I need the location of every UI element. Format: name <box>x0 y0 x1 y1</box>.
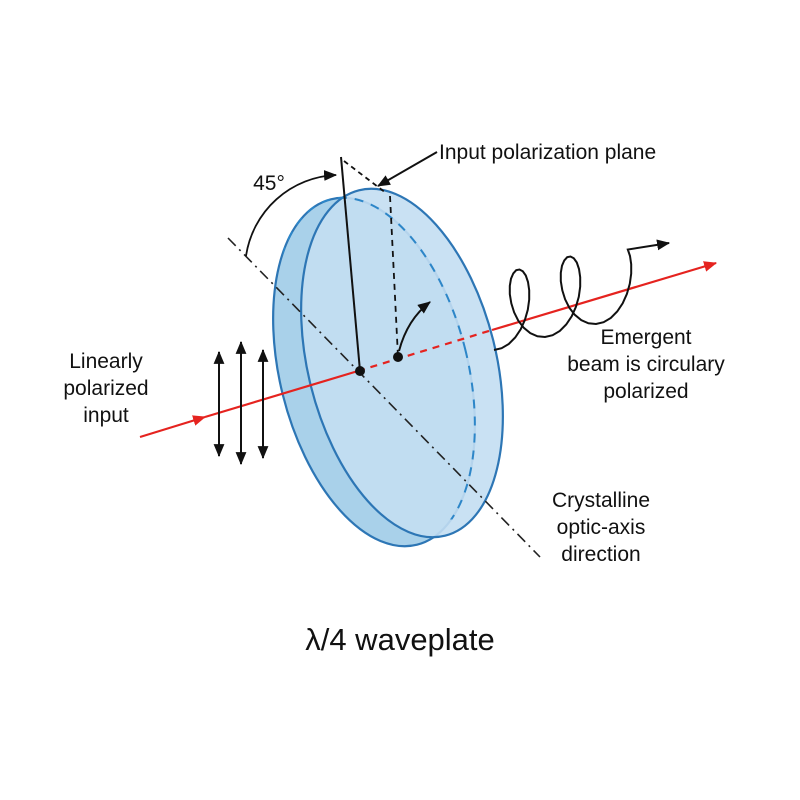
angle-arc <box>245 170 338 257</box>
disc-back-rim-dashed <box>272 196 476 548</box>
beam-entry-segment-2 <box>204 369 359 419</box>
plane-left-edge-line <box>340 156 361 372</box>
input-polarization-plane <box>340 156 399 372</box>
beam <box>139 261 718 439</box>
plate-center-dot <box>355 366 365 376</box>
linear-input-label: Linearly polarized input <box>63 350 148 427</box>
circular-polarization-helix <box>493 239 671 351</box>
angle-label: 45° <box>253 172 285 195</box>
figure-title: λ/4 waveplate <box>305 622 495 657</box>
emergent-beam-label-line-3: polarized <box>603 380 688 403</box>
linear-input-label-line-2: polarized <box>63 377 148 400</box>
optic-axis-label-line-1: Crystalline <box>552 489 650 512</box>
linear-input-label-line-3: input <box>83 404 129 427</box>
input-plane-label: Input polarization plane <box>439 141 656 164</box>
beam-entry-segment <box>139 415 207 439</box>
optic-axis-label: Crystalline optic-axis direction <box>552 489 650 566</box>
emergent-beam-label-line-1: Emergent <box>600 326 691 349</box>
input-plane-pointer-arrow <box>377 151 438 187</box>
linear-polarization-arrows <box>213 340 269 466</box>
exit-direction-arrow <box>398 301 431 352</box>
optic-axis-label-line-3: direction <box>561 543 640 566</box>
plane-right-edge-dashed-line <box>389 195 399 358</box>
beam-exit-segment <box>491 261 718 332</box>
linear-input-label-line-1: Linearly <box>69 350 143 373</box>
emergent-beam-label: Emergent beam is circulary polarized <box>567 326 725 403</box>
beam-inside-plate-dashed <box>357 328 493 373</box>
optic-axis-line <box>227 237 541 558</box>
exit-point-dot <box>393 352 403 362</box>
optic-axis-label-line-2: optic-axis <box>557 516 646 539</box>
emergent-beam-label-line-2: beam is circulary <box>567 353 725 376</box>
